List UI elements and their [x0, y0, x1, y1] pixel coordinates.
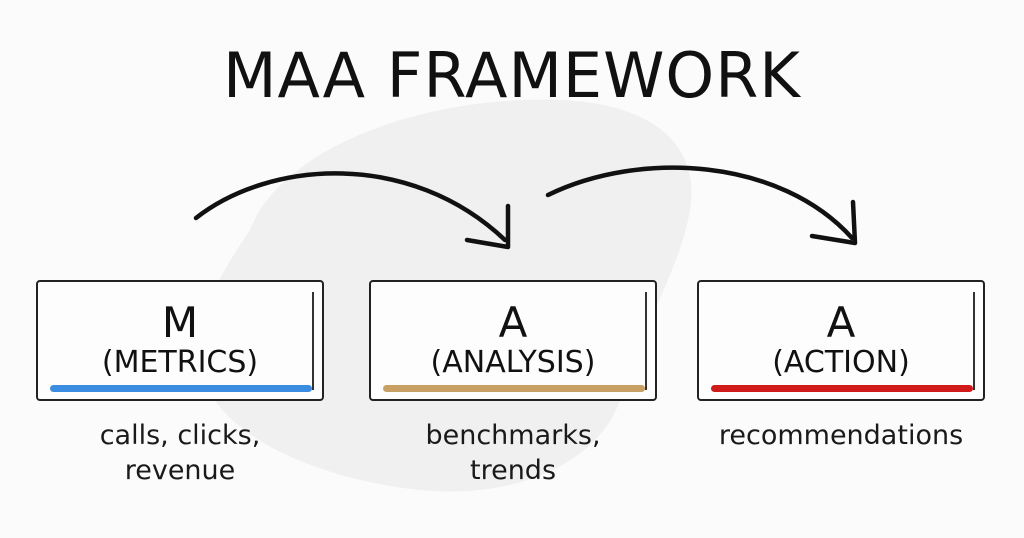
metrics-box: M (METRICS): [36, 280, 324, 401]
analysis-desc-line1: benchmarks,: [425, 420, 601, 451]
action-desc-line1: recommendations: [718, 420, 964, 451]
metrics-description: calls, clicks, revenue: [30, 418, 330, 488]
box-edge-line: [645, 292, 647, 390]
action-box: A (ACTION): [697, 280, 985, 401]
analysis-letter: A: [498, 298, 528, 347]
box-edge-line: [973, 292, 975, 390]
action-description: recommendations: [691, 418, 991, 453]
analysis-box: A (ANALYSIS): [369, 280, 657, 401]
metrics-word: (METRICS): [101, 345, 259, 380]
metrics-underline: [50, 385, 312, 392]
arrow-metrics-to-analysis: [193, 171, 511, 250]
page-title: MAA FRAMEWORK: [223, 39, 801, 112]
box-edge-line: [312, 292, 314, 390]
analysis-word: (ANALYSIS): [430, 345, 596, 380]
analysis-desc-line2: trends: [469, 455, 557, 486]
arrow-analysis-to-action: [545, 165, 858, 246]
action-underline: [711, 385, 973, 392]
metrics-desc-line1: calls, clicks,: [99, 420, 261, 451]
action-word: (ACTION): [772, 345, 910, 380]
metrics-letter: M: [161, 298, 199, 347]
metrics-desc-line2: revenue: [124, 455, 236, 486]
analysis-description: benchmarks, trends: [363, 418, 663, 488]
analysis-underline: [383, 385, 645, 392]
action-letter: A: [826, 298, 856, 347]
